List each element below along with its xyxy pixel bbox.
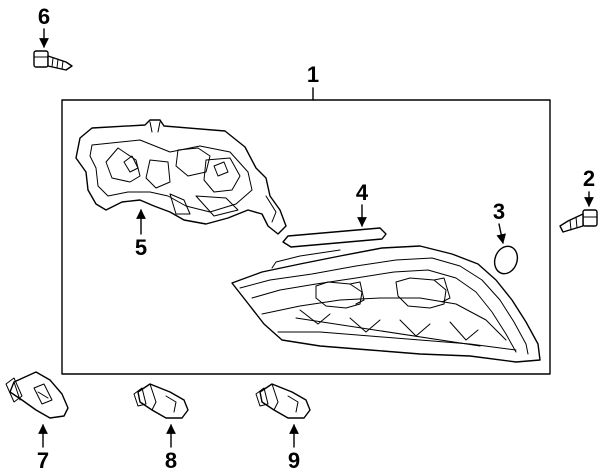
callout-4: 4 [356,180,369,205]
gasket-part-4 [282,227,387,248]
callout-8: 8 [165,448,177,472]
housing-part-5 [75,119,287,235]
callout-9: 9 [288,448,300,472]
callout-1: 1 [307,62,319,87]
callout-2: 2 [583,166,595,191]
screw-part-6 [33,50,73,71]
screw-part-2 [559,209,598,233]
leader-3 [496,223,506,244]
bulb-part-8 [133,383,189,419]
callout-6: 6 [38,4,50,29]
callout-3: 3 [493,199,505,224]
lamp-assembly [231,245,541,363]
grommet-part-3 [493,245,519,275]
assembly-frame [61,99,551,375]
bulb-part-7 [5,371,69,419]
callout-7: 7 [37,448,49,472]
bulb-part-9 [255,383,311,419]
callout-5: 5 [135,235,147,260]
leader-lines [38,28,594,448]
